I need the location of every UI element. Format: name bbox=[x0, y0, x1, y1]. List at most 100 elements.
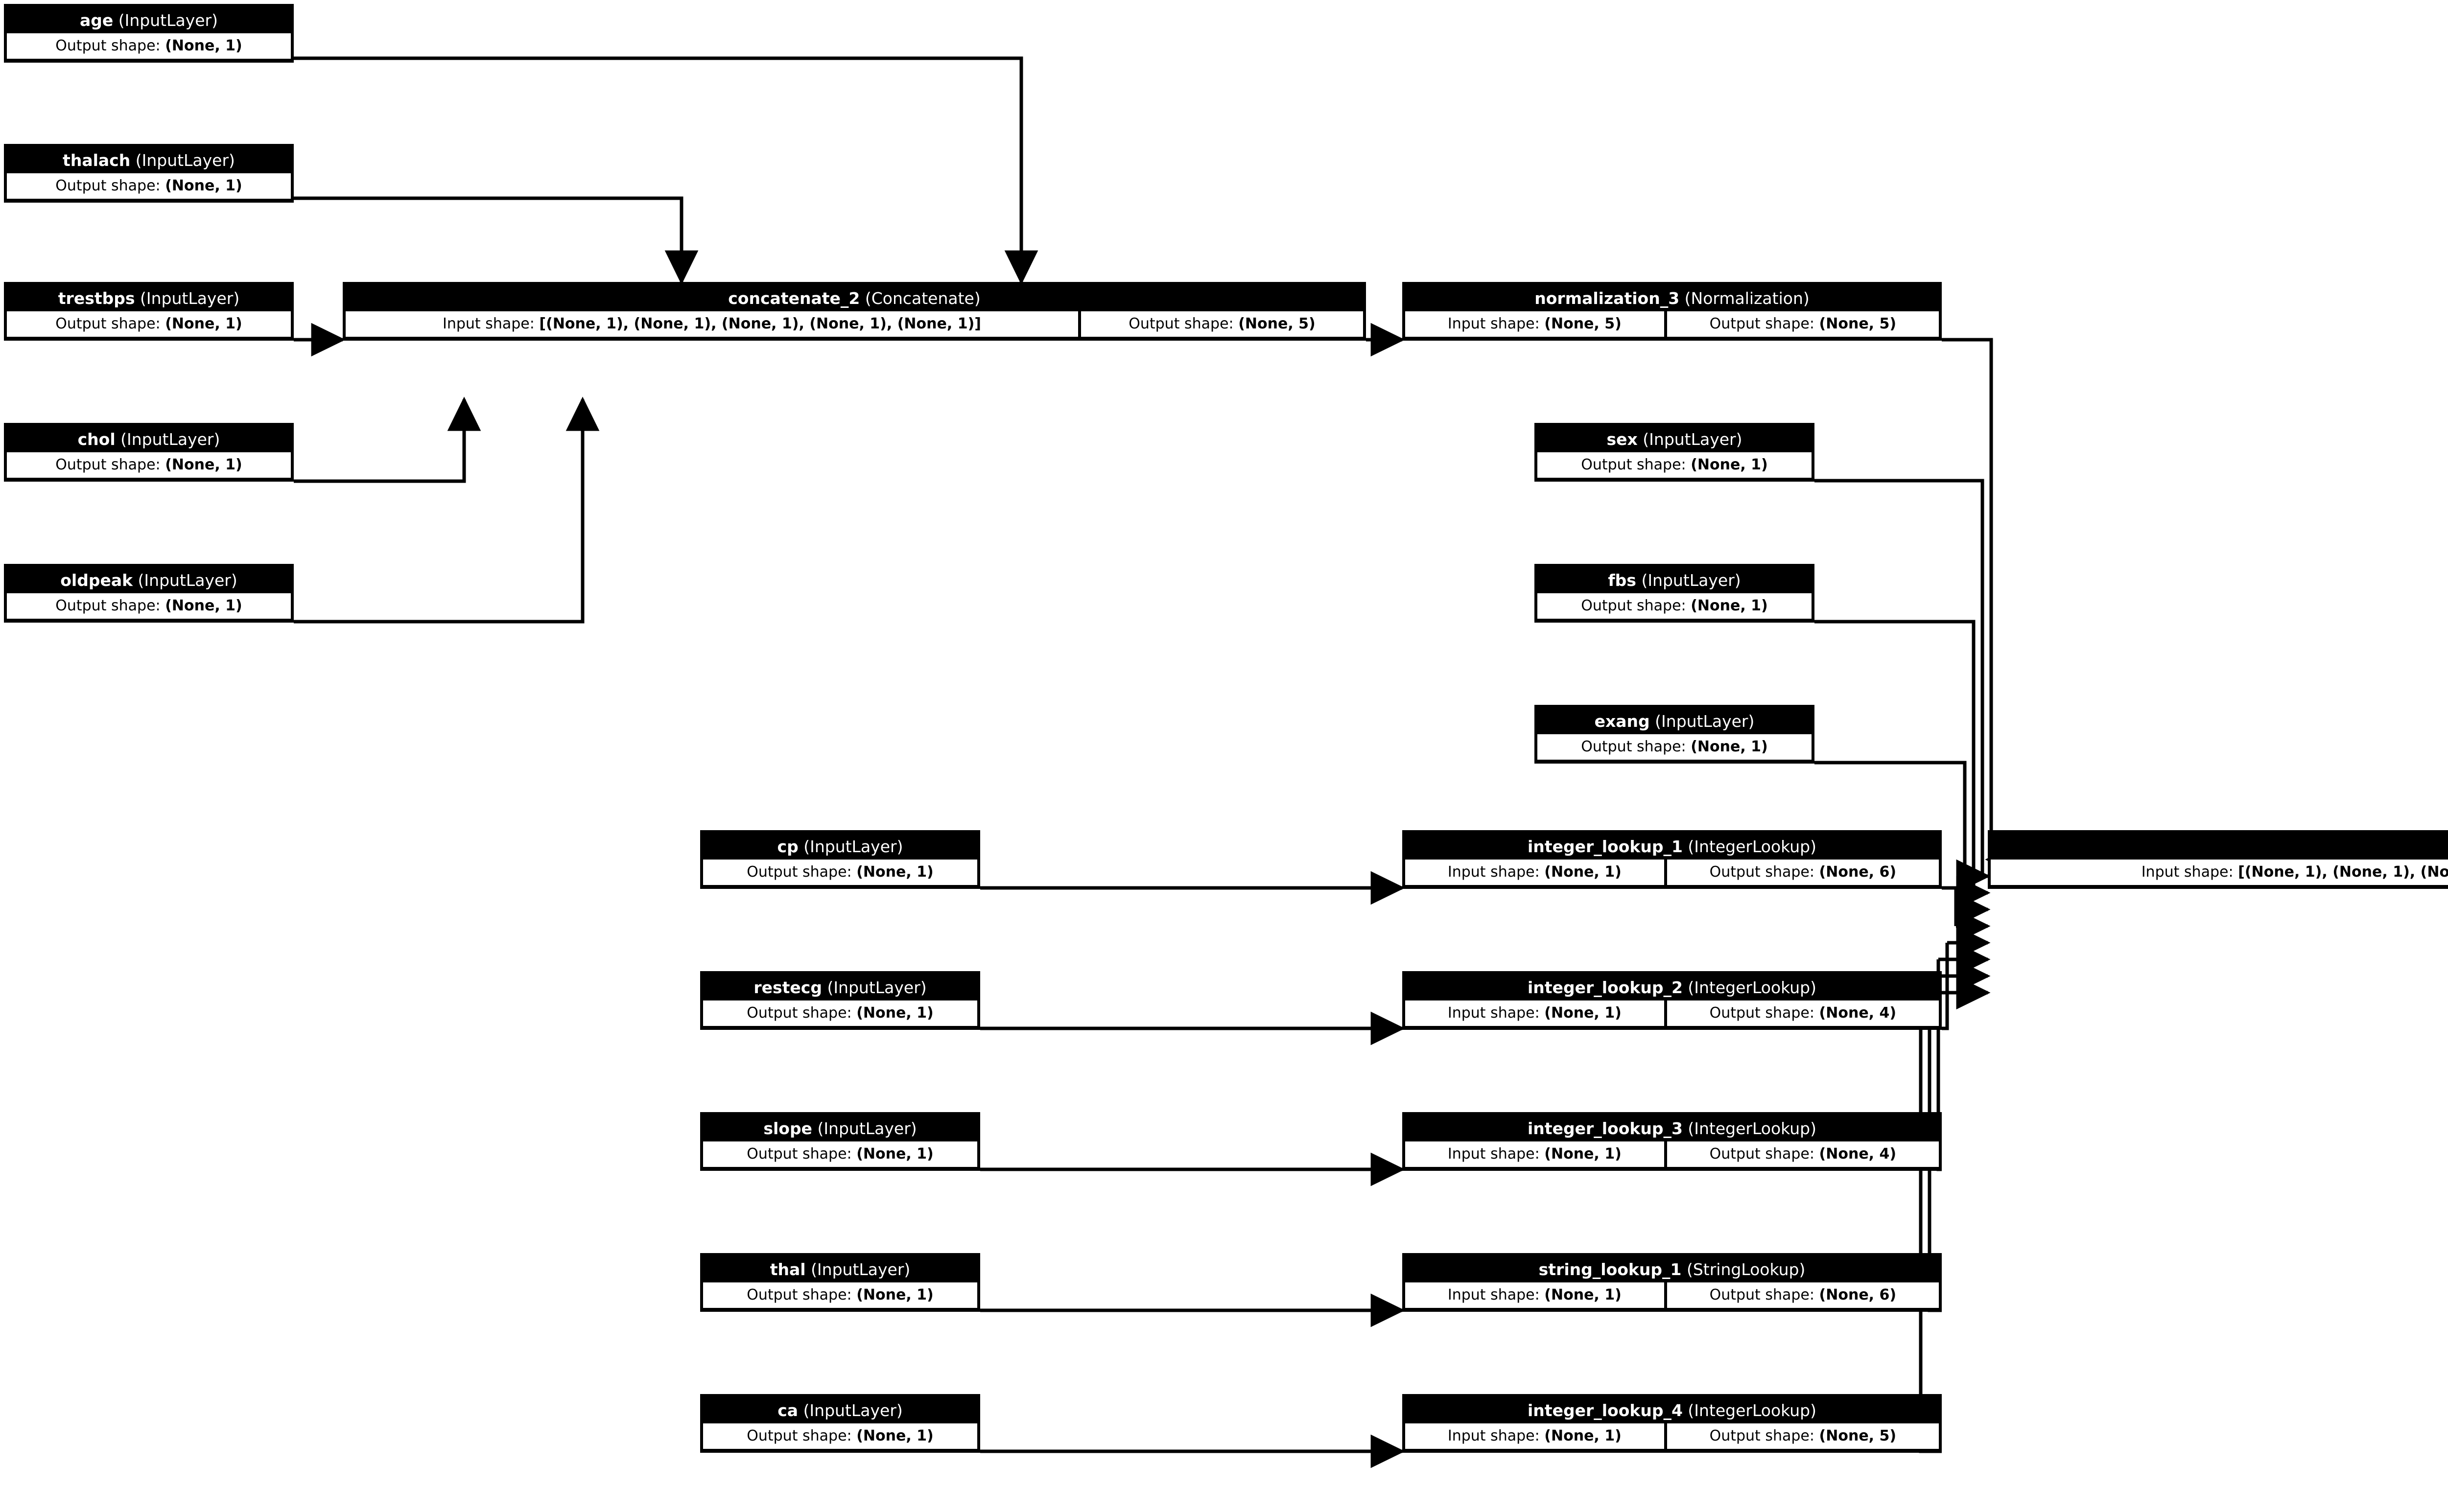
node-shapes: Output shape: (None, 1) bbox=[703, 860, 977, 885]
node-title: normalization_3 (Normalization) bbox=[1405, 285, 1939, 311]
node-shapes: Input shape: (None, 1) Output shape: (No… bbox=[1405, 1282, 1939, 1308]
node-shapes: Input shape: [(None, 1), (None, 1), (Non… bbox=[1991, 860, 2448, 885]
edge-sex-bus bbox=[1814, 479, 1984, 876]
node-shapes: Output shape: (None, 1) bbox=[7, 173, 291, 199]
output-shape-cell: Output shape: (None, 1) bbox=[7, 173, 291, 199]
node-string-lookup-1[interactable]: string_lookup_1 (StringLookup) Input sha… bbox=[1402, 1253, 1942, 1312]
edge-thalach-concatenate2 bbox=[294, 196, 699, 285]
node-title: concatenate_2 (Concatenate) bbox=[346, 285, 1363, 311]
output-shape-cell: Output shape: (None, 1) bbox=[7, 593, 291, 619]
node-thalach[interactable]: thalach (InputLayer) Output shape: (None… bbox=[4, 144, 294, 203]
input-shape-cell: Input shape: (None, 5) bbox=[1405, 311, 1664, 337]
input-shape-cell: Input shape: (None, 1) bbox=[1405, 1141, 1664, 1167]
node-title: thalach (InputLayer) bbox=[7, 147, 291, 173]
node-age[interactable]: age (InputLayer) Output shape: (None, 1) bbox=[4, 4, 294, 63]
output-shape-cell: Output shape: (None, 1) bbox=[1537, 452, 1812, 478]
output-shape-cell: Output shape: (None, 1) bbox=[7, 311, 291, 337]
node-concatenate-2[interactable]: concatenate_2 (Concatenate) Input shape:… bbox=[343, 282, 1366, 341]
output-shape-cell: Output shape: (None, 6) bbox=[1667, 1282, 1939, 1308]
output-shape-cell: Output shape: (None, 1) bbox=[703, 1141, 977, 1167]
node-thal[interactable]: thal (InputLayer) Output shape: (None, 1… bbox=[700, 1253, 980, 1312]
node-shapes: Input shape: (None, 1) Output shape: (No… bbox=[1405, 1423, 1939, 1449]
output-shape-cell: Output shape: (None, 1) bbox=[703, 860, 977, 885]
edge-chol-concatenate2 bbox=[294, 396, 481, 483]
edge-exang-bus bbox=[1814, 761, 1967, 909]
node-shapes: Output shape: (None, 1) bbox=[7, 593, 291, 619]
output-shape-cell: Output shape: (None, 1) bbox=[703, 1423, 977, 1449]
node-oldpeak[interactable]: oldpeak (InputLayer) Output shape: (None… bbox=[4, 564, 294, 623]
node-title: slope (InputLayer) bbox=[703, 1115, 977, 1141]
node-fbs[interactable]: fbs (InputLayer) Output shape: (None, 1) bbox=[1534, 564, 1814, 623]
node-ca[interactable]: ca (InputLayer) Output shape: (None, 1) bbox=[700, 1394, 980, 1453]
input-shape-cell: Input shape: (None, 1) bbox=[1405, 1423, 1664, 1449]
edge-il2-bus bbox=[1942, 943, 1949, 1030]
input-shape-cell: Input shape: [(None, 1), (None, 1), (Non… bbox=[1991, 860, 2448, 885]
input-shape-cell: Input shape: (None, 1) bbox=[1405, 860, 1664, 885]
node-exang[interactable]: exang (InputLayer) Output shape: (None, … bbox=[1534, 705, 1814, 764]
node-integer-lookup-3[interactable]: integer_lookup_3 (IntegerLookup) Input s… bbox=[1402, 1112, 1942, 1171]
output-shape-cell: Output shape: (None, 5) bbox=[1667, 311, 1939, 337]
node-shapes: Input shape: [(None, 1), (None, 1), (Non… bbox=[346, 311, 1363, 337]
output-shape-cell: Output shape: (None, 1) bbox=[7, 33, 291, 59]
node-title: string_lookup_1 (StringLookup) bbox=[1405, 1256, 1939, 1282]
output-shape-cell: Output shape: (None, 6) bbox=[1667, 860, 1939, 885]
node-shapes: Input shape: (None, 5) Output shape: (No… bbox=[1405, 311, 1939, 337]
node-integer-lookup-2[interactable]: integer_lookup_2 (IntegerLookup) Input s… bbox=[1402, 971, 1942, 1030]
node-trestbps[interactable]: trestbps (InputLayer) Output shape: (Non… bbox=[4, 282, 294, 341]
input-shape-cell: Input shape: (None, 1) bbox=[1405, 1000, 1664, 1026]
output-shape-cell: Output shape: (None, 1) bbox=[7, 452, 291, 478]
node-sex[interactable]: sex (InputLayer) Output shape: (None, 1) bbox=[1534, 423, 1814, 482]
node-concatenate-3[interactable]: concatenate_3 (Concatenate) Input shape:… bbox=[1988, 830, 2448, 889]
node-shapes: Output shape: (None, 1) bbox=[7, 311, 291, 337]
node-title: concatenate_3 (Concatenate) bbox=[1991, 833, 2448, 860]
edge-normalization3-bus bbox=[1942, 338, 1993, 860]
node-shapes: Output shape: (None, 1) bbox=[703, 1141, 977, 1167]
node-chol[interactable]: chol (InputLayer) Output shape: (None, 1… bbox=[4, 423, 294, 482]
node-integer-lookup-4[interactable]: integer_lookup_4 (IntegerLookup) Input s… bbox=[1402, 1394, 1942, 1453]
node-shapes: Input shape: (None, 1) Output shape: (No… bbox=[1405, 860, 1939, 885]
node-title: integer_lookup_2 (IntegerLookup) bbox=[1405, 974, 1939, 1000]
node-title: fbs (InputLayer) bbox=[1537, 567, 1812, 593]
input-shape-cell: Input shape: (None, 1) bbox=[1405, 1282, 1664, 1308]
node-shapes: Output shape: (None, 1) bbox=[1537, 452, 1812, 478]
node-title: age (InputLayer) bbox=[7, 7, 291, 33]
node-title: sex (InputLayer) bbox=[1537, 426, 1812, 452]
node-cp[interactable]: cp (InputLayer) Output shape: (None, 1) bbox=[700, 830, 980, 889]
node-title: restecg (InputLayer) bbox=[703, 974, 977, 1000]
output-shape-cell: Output shape: (None, 1) bbox=[1537, 593, 1812, 619]
edge-age-concatenate2 bbox=[294, 56, 1038, 285]
output-shape-cell: Output shape: (None, 5) bbox=[1081, 311, 1363, 337]
node-shapes: Output shape: (None, 1) bbox=[1537, 593, 1812, 619]
edge-fbs-bus bbox=[1814, 620, 1976, 893]
node-title: ca (InputLayer) bbox=[703, 1397, 977, 1423]
node-title: cp (InputLayer) bbox=[703, 833, 977, 860]
node-title: trestbps (InputLayer) bbox=[7, 285, 291, 311]
node-title: chol (InputLayer) bbox=[7, 426, 291, 452]
node-title: integer_lookup_1 (IntegerLookup) bbox=[1405, 833, 1939, 860]
node-title: exang (InputLayer) bbox=[1537, 708, 1812, 734]
node-shapes: Output shape: (None, 1) bbox=[7, 33, 291, 59]
node-normalization-3[interactable]: normalization_3 (Normalization) Input sh… bbox=[1402, 282, 1942, 341]
edge-il1-bus bbox=[1942, 886, 1958, 926]
node-slope[interactable]: slope (InputLayer) Output shape: (None, … bbox=[700, 1112, 980, 1171]
node-shapes: Input shape: (None, 1) Output shape: (No… bbox=[1405, 1141, 1939, 1167]
node-shapes: Output shape: (None, 1) bbox=[703, 1282, 977, 1308]
node-title: oldpeak (InputLayer) bbox=[7, 567, 291, 593]
node-title: thal (InputLayer) bbox=[703, 1256, 977, 1282]
node-shapes: Output shape: (None, 1) bbox=[1537, 734, 1812, 760]
node-restecg[interactable]: restecg (InputLayer) Output shape: (None… bbox=[700, 971, 980, 1030]
output-shape-cell: Output shape: (None, 1) bbox=[703, 1282, 977, 1308]
output-shape-cell: Output shape: (None, 5) bbox=[1667, 1423, 1939, 1449]
node-shapes: Output shape: (None, 1) bbox=[7, 452, 291, 478]
output-shape-cell: Output shape: (None, 1) bbox=[703, 1000, 977, 1026]
output-shape-cell: Output shape: (None, 1) bbox=[1537, 734, 1812, 760]
node-title: integer_lookup_4 (IntegerLookup) bbox=[1405, 1397, 1939, 1423]
node-title: integer_lookup_3 (IntegerLookup) bbox=[1405, 1115, 1939, 1141]
edge-oldpeak-concatenate2 bbox=[294, 396, 600, 624]
input-shape-cell: Input shape: [(None, 1), (None, 1), (Non… bbox=[346, 311, 1078, 337]
node-shapes: Input shape: (None, 1) Output shape: (No… bbox=[1405, 1000, 1939, 1026]
output-shape-cell: Output shape: (None, 4) bbox=[1667, 1000, 1939, 1026]
node-integer-lookup-1[interactable]: integer_lookup_1 (IntegerLookup) Input s… bbox=[1402, 830, 1942, 889]
